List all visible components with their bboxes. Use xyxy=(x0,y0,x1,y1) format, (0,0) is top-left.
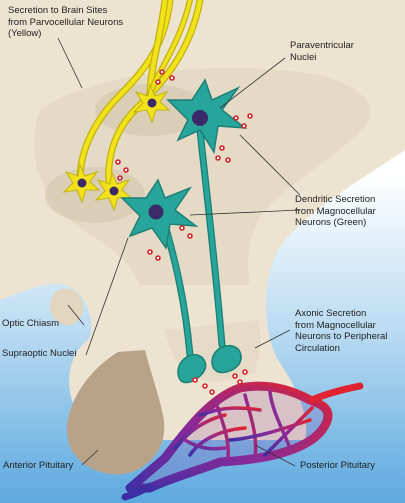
label-parvocellular: Secretion to Brain Sites from Parvocellu… xyxy=(8,5,124,39)
secretion-dots xyxy=(115,69,253,395)
label-axonic: Axonic Secretion from Magnocellular Neur… xyxy=(295,308,388,354)
anterior-pituitary xyxy=(67,350,165,475)
label-supraoptic: Supraoptic Nuclei xyxy=(2,348,77,359)
magnocellular-neurons xyxy=(120,78,248,250)
label-posterior-pituitary: Posterior Pituitary xyxy=(300,460,375,471)
label-dendritic: Dendritic Secretion from Magnocellular N… xyxy=(295,194,376,228)
axon-terminal-left xyxy=(177,354,207,384)
label-anterior-pituitary: Anterior Pituitary xyxy=(3,460,74,471)
leader-lines xyxy=(57,37,301,467)
capillary-network xyxy=(121,381,364,501)
label-optic-chiasm: Optic Chiasm xyxy=(2,318,60,329)
axon-terminal-right xyxy=(211,344,242,374)
supraoptic-region xyxy=(45,167,145,223)
optic-chiasm xyxy=(50,288,84,326)
label-paraventricular: Paraventricular Nuclei xyxy=(290,40,354,63)
parvocellular-neurons xyxy=(62,83,171,212)
